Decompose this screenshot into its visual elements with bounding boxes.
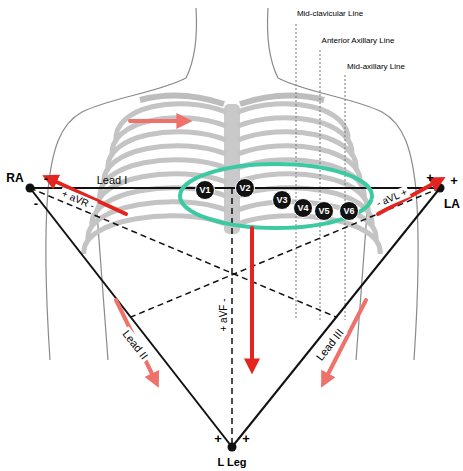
polarity-sign: + [242,432,250,445]
rib [238,216,380,254]
electrode-label: RA [6,172,23,184]
polarity-sign: + [214,432,222,445]
electrode-label: L Leg [217,457,246,468]
polarity-sign: + [450,174,458,187]
precordial-ellipse [180,164,372,228]
lead-name: V4 [297,204,308,213]
lead-name: V5 [318,207,329,216]
lead-name: V6 [343,207,354,216]
electrode-circle: V1 [195,180,215,200]
electrode-circle: V6 [339,201,359,221]
line-label: Anterior Axillary Line [322,37,395,45]
rib [84,216,226,254]
line-label: Mid-axillary Line [347,63,405,71]
vector-arrows [48,121,440,382]
lead-name: V3 [276,196,287,205]
lead-name: V1 [199,186,210,195]
polarity-sign: + [426,171,434,184]
lead-name: V2 [239,184,250,193]
clavicle [240,96,324,104]
electrode-circle: V2 [235,178,255,198]
clavicle [140,96,224,104]
electrode-label: LA [444,198,460,210]
lead-label: Lead I [97,175,128,186]
polarity-sign: - [34,197,38,210]
lead-label: Lead II [118,326,151,364]
line-label: Mid-clavicular Line [297,10,363,18]
electrode-circle: V4 [293,198,313,218]
lead-label: + aVF - [218,296,230,333]
electrode-circle: V5 [314,201,334,221]
polarity-sign: - [44,172,48,185]
electrode-circle: V3 [272,190,292,210]
